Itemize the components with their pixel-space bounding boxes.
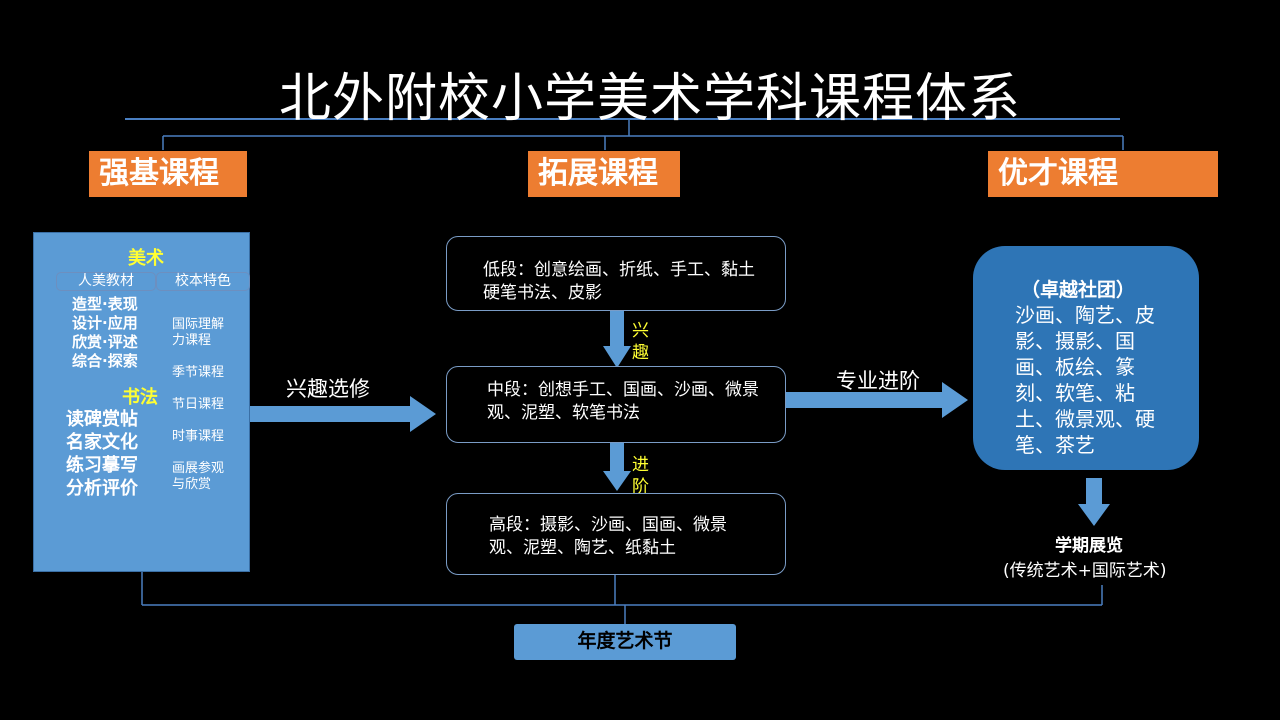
calligraphy-heading: 书法	[122, 387, 158, 408]
stage-mid-box: 中段：创想手工、国画、沙画、微景观、泥塑、软笔书法	[446, 366, 786, 443]
school-item: 节日课程	[172, 397, 225, 412]
tag-textbook: 人美教材	[56, 272, 156, 291]
arrow-interest	[250, 396, 436, 432]
school-item: 画展参观与欣赏	[172, 461, 225, 492]
school-item: 国际理解力课程	[172, 317, 225, 348]
foundation-panel: 美术 人美教材 校本特色 造型·表现 设计·应用 欣赏·评述 综合·探索 书法 …	[33, 232, 250, 572]
arrow-label-qu: 趣	[632, 343, 649, 363]
school-item: 时事课程	[172, 429, 225, 444]
arrow-label-jin: 进	[632, 455, 649, 475]
stage-mid-text: 中段：创想手工、国画、沙画、微景观、泥塑、软笔书法	[487, 380, 759, 423]
stage-low-box: 低段：创意绘画、折纸、手工、黏土 硬笔书法、皮影	[446, 236, 786, 311]
exhibition-title: 学期展览	[1055, 536, 1123, 556]
calligraphy-item: 练习摹写	[66, 455, 138, 476]
club-box: （卓越社团） 沙画、陶艺、皮影、摄影、国画、板绘、篆刻、软笔、粘土、微景观、硬笔…	[973, 246, 1199, 470]
art-item: 综合·探索	[72, 352, 138, 370]
exhibition-subtitle: (传统艺术+国际艺术)	[1003, 561, 1167, 581]
arrow-down-2	[603, 443, 631, 491]
arrow-down-3	[1078, 478, 1110, 526]
arrow-label-xing: 兴	[632, 321, 649, 341]
arrow-label-interest: 兴趣选修	[286, 377, 370, 401]
header-extension: 拓展课程	[528, 151, 680, 197]
school-item: 季节课程	[172, 365, 225, 380]
header-excellence: 优才课程	[988, 151, 1218, 197]
arrow-pro	[782, 382, 968, 418]
club-heading: （卓越社团）	[1021, 279, 1136, 301]
page-title: 北外附校小学美术学科课程体系	[278, 69, 1021, 129]
art-item: 造型·表现	[72, 295, 138, 313]
arrow-label-pro: 专业进阶	[836, 369, 920, 393]
art-heading: 美术	[128, 248, 164, 269]
stage-high-text: 高段：摄影、沙画、国画、微景观、泥塑、陶艺、纸黏土	[489, 515, 727, 558]
club-items: 沙画、陶艺、皮影、摄影、国画、板绘、篆刻、软笔、粘土、微景观、硬笔、茶艺	[1015, 303, 1155, 457]
art-item: 设计·应用	[72, 314, 138, 332]
header-foundation: 强基课程	[89, 151, 247, 197]
calligraphy-item: 名家文化	[66, 432, 138, 453]
stage-high-box: 高段：摄影、沙画、国画、微景观、泥塑、陶艺、纸黏土	[446, 493, 786, 575]
art-festival-box: 年度艺术节	[514, 624, 736, 660]
arrow-down-1	[603, 310, 631, 368]
tag-school: 校本特色	[156, 272, 250, 291]
stage-low-text: 低段：创意绘画、折纸、手工、黏土 硬笔书法、皮影	[483, 260, 755, 303]
calligraphy-item: 分析评价	[66, 478, 138, 499]
art-item: 欣赏·评述	[72, 333, 138, 351]
arrow-label-jie: 阶	[632, 477, 649, 497]
calligraphy-item: 读碑赏帖	[66, 409, 138, 430]
